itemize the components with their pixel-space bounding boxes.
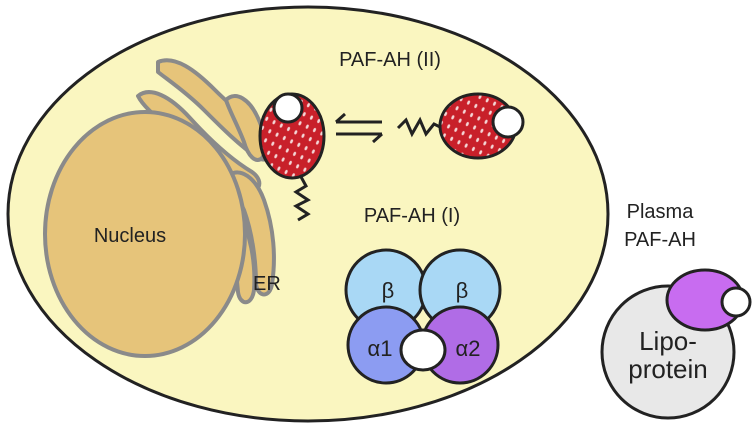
paf-ah-i-label: PAF-AH (I)	[364, 205, 460, 227]
lipoprotein-label-line1: Lipo-	[639, 326, 697, 356]
equilibrium-arrows-icon	[335, 112, 383, 144]
zigzag-anchor-icon	[293, 174, 311, 222]
paf-ah-i-complex	[344, 248, 502, 385]
nucleus	[43, 110, 247, 358]
plasma-label-line2: PAF-AH	[624, 229, 696, 251]
plasma-paf-ah-enzyme	[665, 268, 752, 332]
nucleus-label: Nucleus	[94, 225, 166, 247]
plasma-label-line1: Plasma	[627, 201, 695, 223]
alpha2-label: α2	[456, 336, 481, 361]
paf-ah-ii-label: PAF-AH (II)	[339, 49, 441, 71]
paf-ah-ii-soluble	[396, 92, 525, 160]
er-label: ER	[253, 273, 281, 295]
zigzag-anchor-icon	[396, 116, 443, 138]
paf-ah-ii-membrane-bound	[258, 92, 326, 222]
beta-right-label: β	[456, 278, 469, 303]
catalytic-pocket	[399, 328, 447, 372]
lipoprotein-label-line2: protein	[628, 354, 708, 384]
alpha1-label: α1	[368, 336, 393, 361]
beta-left-label: β	[382, 278, 395, 303]
